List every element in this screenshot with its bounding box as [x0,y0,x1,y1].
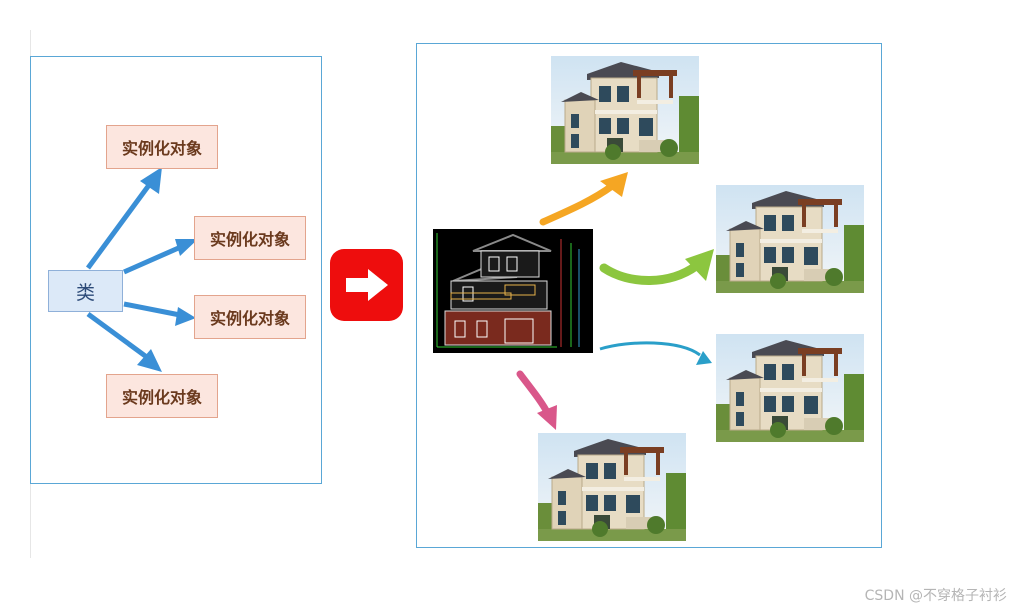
object-node-2: 实例化对象 [194,216,306,260]
class-to-object-arrow-2 [122,239,198,275]
class-to-object-arrow-4 [86,311,162,372]
transition-arrow [330,249,403,321]
house-photo-top [551,56,699,164]
class-node: 类 [48,270,123,312]
blueprint-to-house-right-upper-arrow [599,249,714,285]
object-node-4: 实例化对象 [106,374,218,418]
csdn-watermark: CSDN @不穿格子衬衫 [864,588,1007,604]
blueprint-to-house-top-arrow [539,172,628,226]
house-blueprint-image [433,229,593,353]
object-node-1: 实例化对象 [106,125,218,169]
house-photo-right-lower [716,334,864,442]
right-arrow-icon [346,269,388,301]
blueprint-to-house-bottom-arrow [516,370,557,430]
house-photo-right-upper [716,185,864,293]
class-to-object-arrow-3 [123,301,196,326]
object-node-3: 实例化对象 [194,295,306,339]
blueprint-drawing [433,229,593,353]
house-photo-bottom [538,433,686,541]
class-to-object-arrow-1 [85,167,162,270]
blueprint-to-house-right-lower-arrow [599,341,712,365]
